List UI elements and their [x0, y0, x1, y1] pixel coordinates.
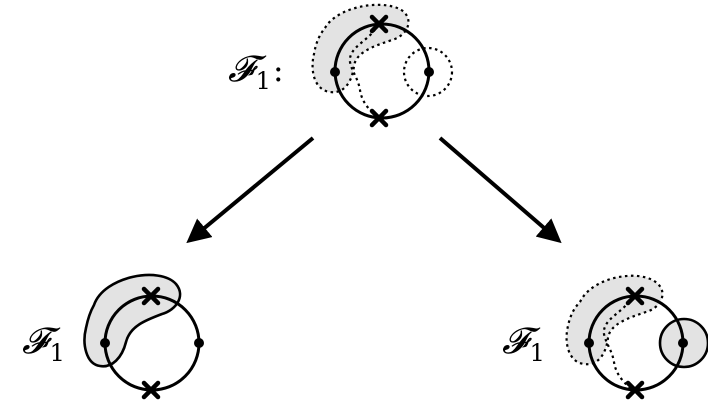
left-lower-cross-icon — [141, 380, 161, 400]
left-left-dot — [100, 338, 110, 348]
left-label-subscript: 1 — [49, 339, 65, 367]
right-label-script: 𝓕 — [502, 321, 529, 362]
left-node-diagram — [83, 273, 204, 400]
top-lower-cross-icon — [369, 108, 389, 128]
top-label-colon: : — [272, 51, 284, 89]
right-lower-cross-icon — [625, 380, 645, 400]
top-right-dot — [424, 67, 434, 77]
right-label-subscript: 1 — [529, 339, 545, 367]
top-label-subscript: 1 — [255, 67, 271, 95]
right-dotted-curve — [602, 295, 634, 391]
right-left-dot — [584, 338, 594, 348]
top-left-dot — [330, 67, 340, 77]
right-shaded-region — [565, 274, 664, 366]
right-node-diagram — [565, 274, 708, 400]
top-upper-cross-icon — [369, 14, 389, 34]
top-dotted-circle — [402, 46, 454, 98]
left-upper-cross-icon — [141, 286, 161, 306]
left-shaded-region — [83, 273, 182, 368]
left-right-dot — [194, 338, 204, 348]
right-right-dot — [678, 338, 688, 348]
top-node-label: 𝓕1: — [228, 49, 284, 94]
top-shaded-region — [311, 3, 410, 94]
right-node-label: 𝓕1 — [502, 321, 545, 366]
left-node-label: 𝓕1 — [22, 321, 65, 366]
top-node-diagram — [311, 3, 454, 128]
arrow-to-right — [438, 136, 562, 244]
left-label-script: 𝓕 — [22, 321, 49, 362]
top-label-script: 𝓕 — [228, 49, 255, 90]
arrow-to-left — [186, 136, 315, 244]
top-dotted-curve — [348, 23, 380, 119]
right-upper-cross-icon — [625, 286, 645, 306]
